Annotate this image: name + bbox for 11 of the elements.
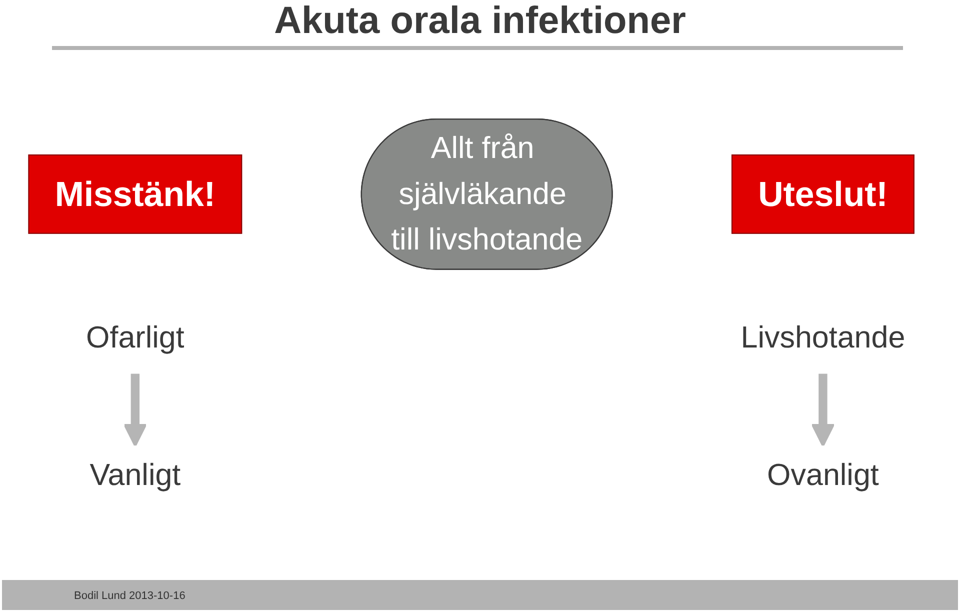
warning-box: Misstänk! — [28, 154, 242, 234]
text-label: Livshotande — [740, 320, 906, 354]
arrow — [810, 374, 835, 447]
footer-text: Bodil Lund 2013-10-16 — [74, 590, 186, 602]
arrow — [123, 374, 148, 447]
text-label: Ovanligt — [767, 458, 879, 492]
ellipse-node: Allt från självläkande till livshotande — [360, 118, 613, 270]
warning-box: Uteslut! — [731, 154, 914, 234]
slide-title: Akuta orala infektioner — [274, 0, 686, 42]
text-label: Vanligt — [90, 458, 181, 492]
text-label: Ofarligt — [86, 320, 184, 354]
